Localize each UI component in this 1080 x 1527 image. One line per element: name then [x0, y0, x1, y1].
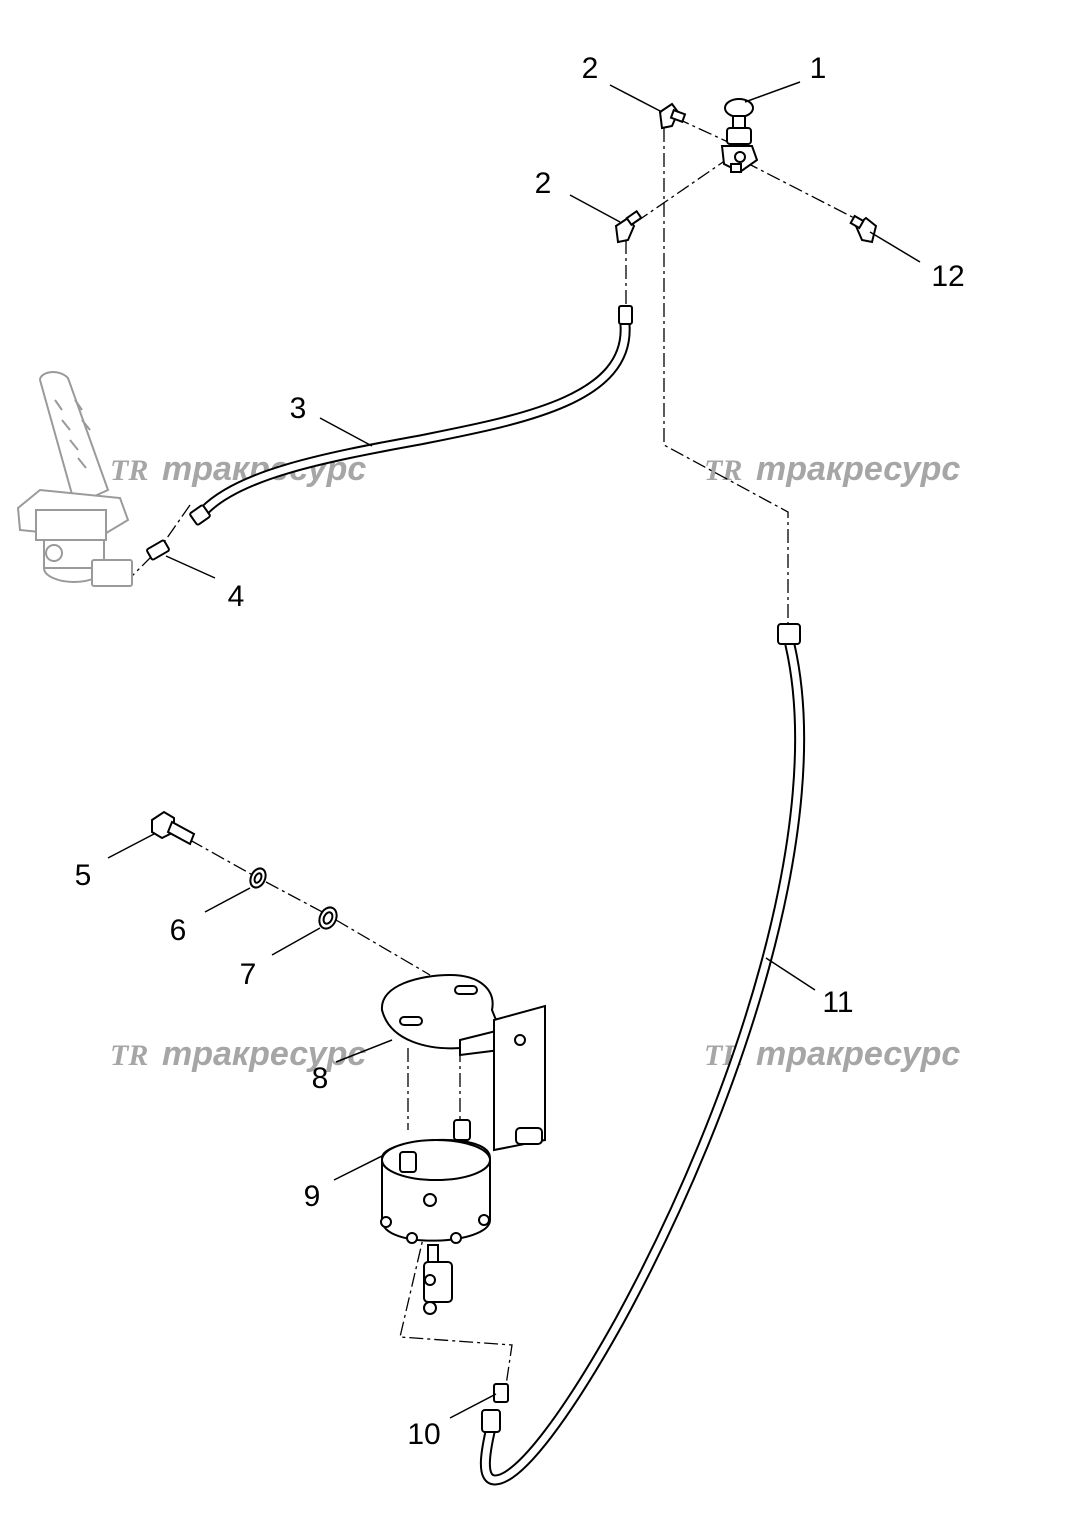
callout-4: 4	[228, 580, 245, 613]
callout-11: 11	[822, 986, 853, 1019]
bolt	[151, 810, 196, 846]
elbow-fitting-lower	[614, 209, 643, 244]
callout-7: 7	[240, 958, 257, 991]
flat-washer	[318, 906, 338, 930]
lock-washer	[249, 867, 267, 889]
brake-chamber	[380, 1119, 491, 1315]
hose-upper	[189, 305, 633, 526]
brake-pedal-valve	[16, 371, 133, 587]
adapter-fitting	[146, 539, 170, 561]
mounting-bracket	[380, 973, 546, 1152]
watermark-2: TR тракресурс	[704, 450, 960, 488]
callout-2-lower: 2	[535, 167, 552, 200]
hand-control-valve	[720, 98, 759, 174]
watermark-logo: TR	[110, 1039, 148, 1072]
hose-lower	[479, 623, 806, 1486]
callout-2-upper: 2	[582, 52, 599, 85]
watermark-4: TR тракресурс	[704, 1035, 960, 1073]
assembly-lines	[127, 117, 863, 1393]
callout-5: 5	[75, 859, 92, 892]
elbow-fitting-right	[849, 214, 878, 244]
watermark-3: TR тракресурс	[110, 1035, 366, 1073]
leader-lines	[107, 81, 921, 1419]
callout-1: 1	[810, 52, 827, 85]
watermark-logo: TR	[110, 454, 148, 487]
elbow-fitting-upper	[658, 102, 687, 130]
watermark-text: тракресурс	[162, 1035, 366, 1073]
callout-numbers: 1 2 2 3 4 5 6 7 8 9 10 11 12	[75, 52, 965, 1451]
callout-6: 6	[170, 914, 187, 947]
callout-3: 3	[290, 392, 307, 425]
callout-10: 10	[407, 1418, 440, 1451]
watermark-logo: TR	[704, 454, 742, 487]
watermark-text: тракресурс	[756, 450, 960, 488]
callout-9: 9	[304, 1180, 321, 1213]
callout-12: 12	[931, 260, 964, 293]
watermark-text: тракресурс	[756, 1035, 960, 1073]
callout-8: 8	[312, 1062, 329, 1095]
hose-end-fitting	[493, 1383, 509, 1403]
